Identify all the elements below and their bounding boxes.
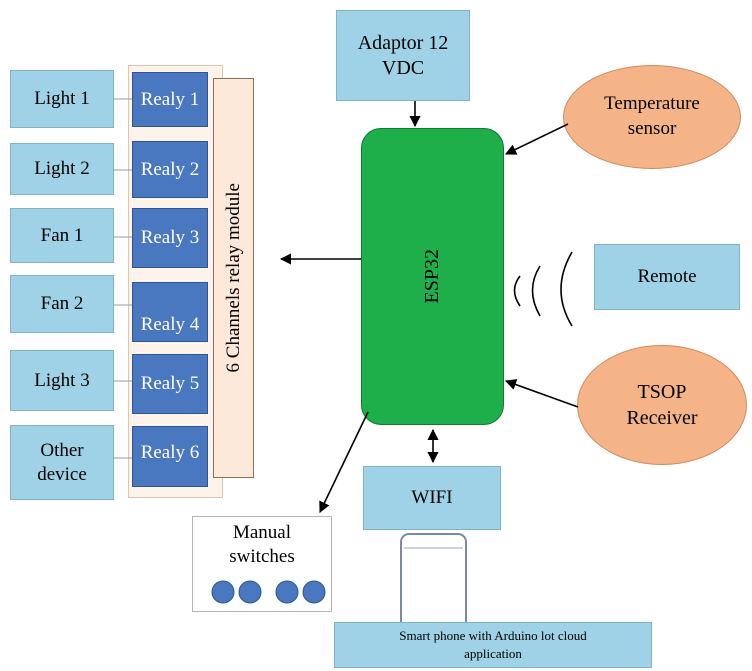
tsop-receiver: TSOP Receiver — [577, 345, 747, 465]
arrow-tsop-esp32 — [504, 379, 579, 408]
temperature-sensor: Temperature sensor — [563, 65, 741, 169]
switch-button-4 — [302, 580, 326, 604]
device-fan-2: Fan 2 — [10, 275, 114, 333]
relay-5: Realy 5 — [132, 354, 208, 414]
relay-3: Realy 3 — [132, 208, 208, 268]
remote-box: Remote — [594, 244, 740, 310]
relay-2: Realy 2 — [132, 141, 208, 198]
device-fan-1: Fan 1 — [10, 208, 114, 263]
remote-signal-waves — [513, 251, 573, 327]
smartphone-label: Smart phone with Arduino lot cloud appli… — [334, 622, 652, 668]
relay-6: Realy 6 — [132, 426, 208, 487]
esp32-board: ESP32 — [361, 128, 504, 425]
adaptor-box: Adaptor 12 VDC — [336, 10, 470, 101]
switch-button-1 — [211, 580, 235, 604]
device-other: Other device — [10, 425, 114, 500]
relay-module-frame — [128, 65, 223, 498]
device-relay-links — [114, 98, 132, 459]
arrow-esp32-switches — [319, 411, 369, 514]
device-light-2: Light 2 — [10, 143, 114, 195]
device-light-3: Light 3 — [10, 350, 114, 411]
relay-module-panel: 6 Channels relay module — [213, 78, 254, 478]
switch-buttons — [211, 580, 326, 604]
device-light-1: Light 1 — [10, 70, 114, 128]
relay-4: Realy 4 — [132, 282, 208, 342]
switch-button-3 — [275, 580, 299, 604]
arrow-temp-esp32 — [504, 123, 569, 155]
smartphone-body — [400, 533, 467, 633]
wifi-box: WIFI — [363, 466, 501, 530]
switch-button-2 — [238, 580, 262, 604]
relay-1: Realy 1 — [132, 72, 208, 127]
